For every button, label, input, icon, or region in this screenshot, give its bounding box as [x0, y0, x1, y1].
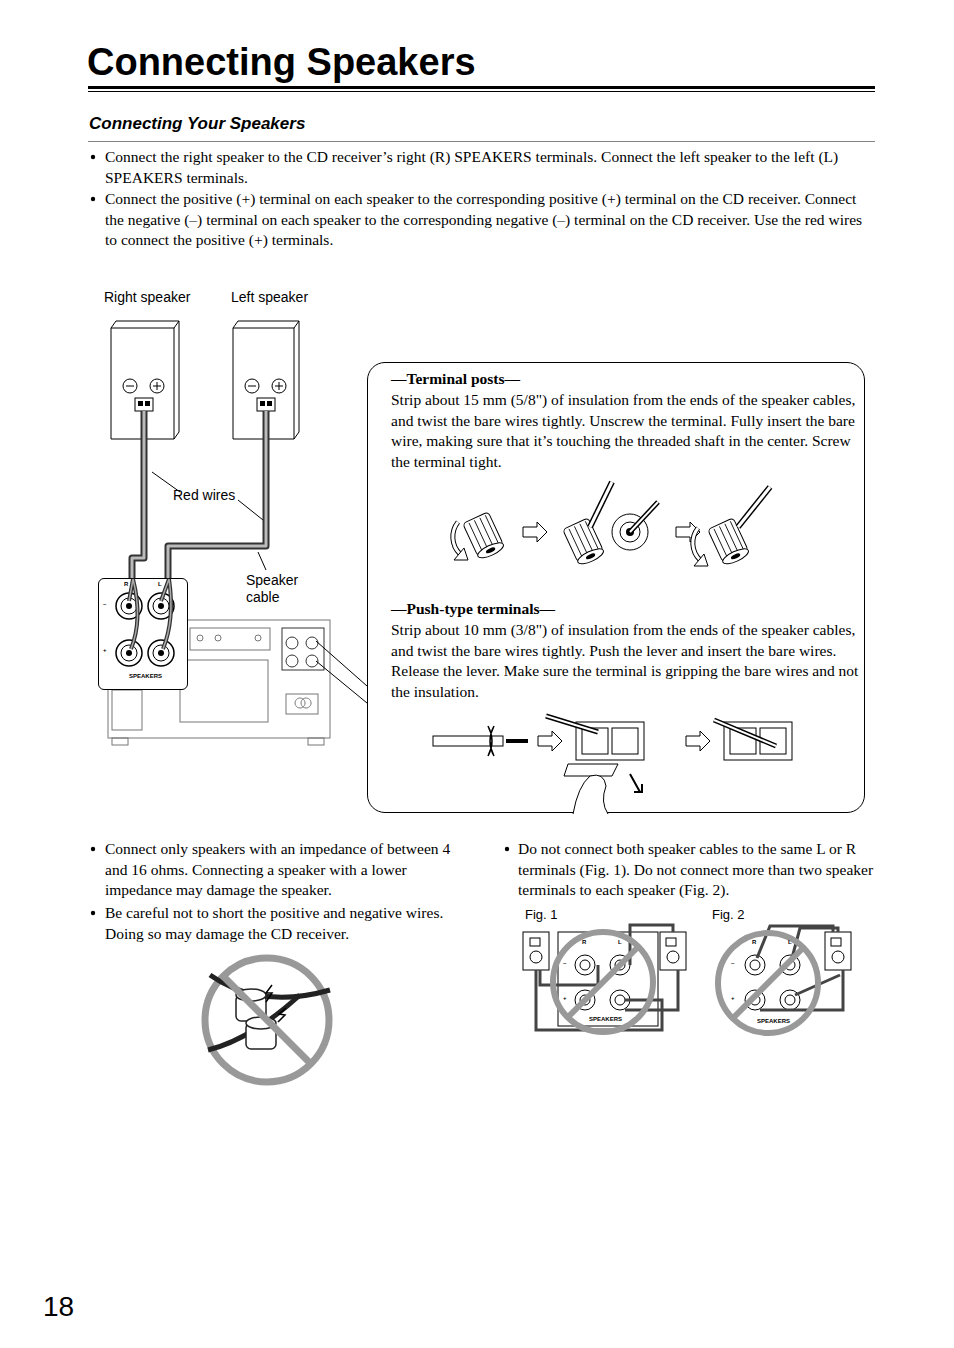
callout-text: Strip about 15 mm (5/8") of insulation f…: [391, 390, 859, 472]
speaker-label: Right speaker: [104, 289, 190, 306]
speaker-label: Left speaker: [231, 289, 308, 306]
bullet-text: Do not connect both speaker cables to th…: [518, 839, 880, 901]
cable-stroke: [132, 440, 144, 578]
speaker-cabinet: [110, 320, 180, 440]
panel-label: SPEAKERS: [757, 1018, 790, 1025]
wrong-wiring-fig: [523, 925, 686, 1032]
bullet-text: Be careful not to short the positive and…: [105, 903, 467, 944]
callout-text: Strip about 10 mm (3/8") of insulation f…: [391, 620, 859, 702]
terminal-panel: R L – + SPEAKERS: [98, 578, 188, 690]
short-warning: [205, 958, 330, 1082]
speaker: Left speaker: [232, 320, 300, 440]
terminal-label: L: [158, 581, 162, 588]
terminal-label: +: [563, 995, 567, 1002]
section-heading: Connecting Your Speakers: [89, 114, 305, 134]
terminal-label: +: [731, 995, 735, 1002]
terminal-label: R: [582, 939, 586, 946]
speaker-cable: [168, 440, 266, 578]
panel-label: SPEAKERS: [589, 1016, 622, 1023]
terminal-label: L: [788, 939, 792, 946]
bullet-text: Connect the positive (+) terminal on eac…: [105, 189, 877, 251]
callout-label: Red wires: [173, 487, 235, 504]
terminal-label: R: [752, 939, 756, 946]
terminal-label: –: [563, 960, 566, 967]
terminal-post-steps: [368, 482, 866, 582]
title-rule: [88, 91, 875, 92]
page-title: Connecting Speakers: [87, 40, 476, 84]
push-terminal-steps: [368, 714, 866, 814]
bullet-text: Connect the right speaker to the CD rece…: [105, 147, 877, 188]
panel-label: SPEAKERS: [129, 673, 162, 680]
wrong-wiring-fig: [718, 926, 851, 1033]
terminal-label: +: [103, 647, 107, 654]
terminal-label: R: [124, 581, 128, 588]
cable-stroke: [168, 440, 266, 578]
speaker: Right speaker: [110, 320, 180, 440]
cable-stroke: [132, 440, 144, 578]
callout-heading: —Terminal posts—: [391, 369, 520, 390]
section-rule: [88, 141, 875, 143]
terminal-label: L: [618, 939, 622, 946]
figure-label: Fig. 1: [525, 907, 558, 923]
speaker-cabinet: [232, 320, 300, 440]
figure-label: Fig. 2: [712, 907, 745, 923]
speaker-cable: [132, 440, 144, 578]
callout-box: —Terminal posts—Strip about 15 mm (5/8")…: [367, 362, 865, 813]
callout-label: Speaker cable: [246, 572, 312, 606]
cable-stroke: [168, 440, 266, 578]
terminal-label: –: [731, 960, 734, 967]
title-rule: [88, 86, 875, 89]
callout-heading: —Push-type terminals—: [391, 599, 555, 620]
bullet-text: Connect only speakers with an impedance …: [105, 839, 467, 901]
page-number: 18: [43, 1291, 74, 1323]
terminal-label: –: [103, 601, 106, 608]
